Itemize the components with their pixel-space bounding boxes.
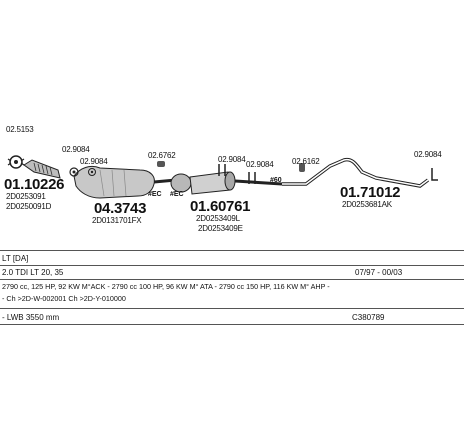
part-code: 2D0250091D	[6, 202, 52, 211]
part-2-catalyst	[69, 165, 177, 199]
part-code: 2D0253409L	[196, 214, 240, 223]
part-code: 2D0131701FX	[92, 216, 142, 225]
gasket-code: 02.9084	[218, 155, 246, 164]
gasket-ring	[7, 155, 25, 169]
hanger-rubber	[157, 161, 165, 167]
hanger-rubber	[248, 172, 256, 184]
part-1-flexpipe	[7, 155, 61, 179]
part-number: 04.3743	[94, 200, 147, 217]
divider	[0, 265, 464, 266]
gasket-code: 02.9084	[246, 160, 274, 169]
part-code: 2D0253409E	[198, 224, 243, 233]
marker-label: #EC	[170, 191, 184, 198]
marker-label: #EC	[148, 191, 162, 198]
exhaust-diagram	[7, 155, 438, 199]
gasket-code: 02.9084	[80, 157, 108, 166]
gasket-code: 02.6162	[292, 157, 320, 166]
hanger-rubber	[299, 163, 305, 172]
chassis-range: - Ch >2D-W-002001 Ch >2D-Y-010000	[2, 294, 126, 303]
gasket-code: 02.9084	[62, 145, 90, 154]
marker-label: #60	[270, 177, 282, 184]
production-dates: 07/97 - 00/03	[355, 268, 403, 277]
part-4-rear-pipe	[282, 157, 438, 188]
model-name: LT [DA]	[2, 254, 29, 263]
model-variant: 2.0 TDI LT 20, 35	[2, 268, 64, 277]
hanger-rubber	[431, 168, 438, 181]
part-number: 01.71012	[340, 184, 401, 201]
divider	[0, 324, 464, 325]
part-code: 2D0253681AK	[342, 200, 392, 209]
divider	[0, 279, 464, 280]
divider	[0, 308, 464, 309]
hanger-rubber	[218, 164, 226, 176]
gasket-code: 02.6762	[148, 151, 176, 160]
gasket-code: 02.5153	[6, 125, 34, 134]
wheelbase: - LWB 3550 mm	[2, 313, 60, 322]
engine-spec: 2790 cc, 125 HP, 92 KW M°ACK - 2790 cc 1…	[2, 282, 330, 291]
part-code: 2D0253091	[6, 192, 46, 201]
part-3-middle-silencer	[157, 161, 283, 195]
part-number: 01.10226	[4, 176, 65, 193]
gasket-ring	[88, 168, 96, 176]
reference-code: C380789	[352, 313, 385, 322]
divider	[0, 250, 464, 251]
gasket-ring	[69, 167, 79, 177]
part-number: 01.60761	[190, 198, 251, 215]
gasket-code: 02.9084	[414, 150, 442, 159]
